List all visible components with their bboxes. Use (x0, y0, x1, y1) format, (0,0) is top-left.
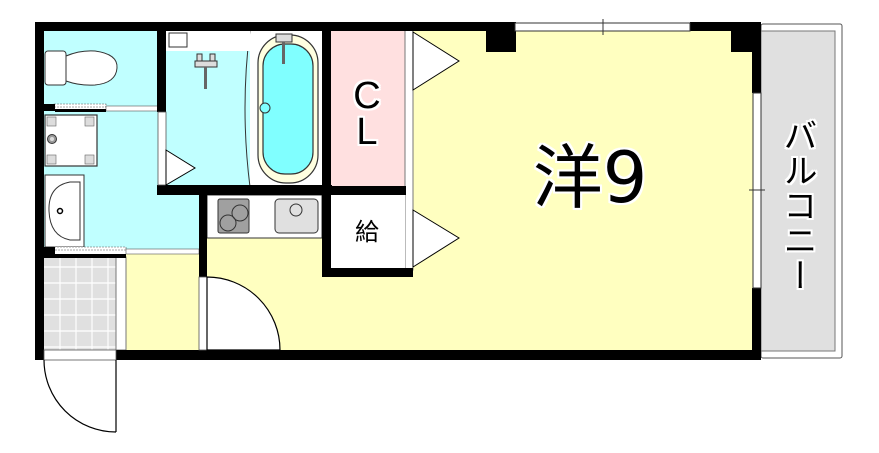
washing-machine-pan-icon (44, 114, 98, 167)
stove-icon (217, 198, 250, 234)
kitchen-counter (206, 194, 323, 239)
toilet-icon (44, 50, 118, 86)
closet-floor (331, 30, 405, 186)
water-heater-floor (331, 195, 405, 270)
balcony (760, 23, 843, 359)
entrance-tile (44, 256, 127, 351)
closet-door-strip (404, 29, 414, 271)
bathroom-door (157, 111, 196, 186)
bathtub-icon (244, 29, 324, 188)
wash-basin-icon (44, 174, 85, 248)
sink-icon (274, 198, 319, 234)
closet-door-icon (412, 31, 460, 268)
walls (35, 22, 761, 360)
shower-icon (166, 30, 250, 89)
hallway-floor (124, 254, 208, 352)
window-top (514, 19, 691, 35)
entrance-door-swing (43, 349, 117, 433)
room-door-swing (198, 276, 281, 351)
window-balcony (749, 92, 765, 289)
